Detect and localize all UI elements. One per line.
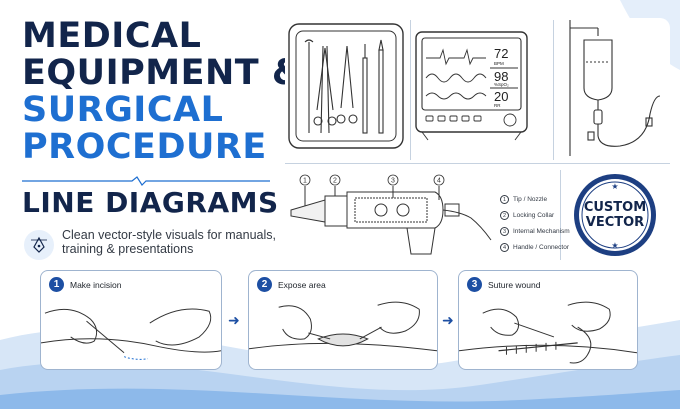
legend-item: 1 Tip / Nozzle — [500, 195, 570, 204]
title-line-4: PROCEDURE — [22, 127, 267, 167]
title-line-2: EQUIPMENT & — [22, 53, 303, 93]
monitor-unit-2: %SpO₂ — [494, 82, 509, 87]
legend-number: 4 — [500, 243, 509, 252]
legend-number: 2 — [500, 211, 509, 220]
step-card-expose: 2 Expose area — [248, 270, 438, 370]
step-card-suture: 3 Suture wound — [458, 270, 638, 370]
monitor-value-2: 98 — [494, 69, 508, 84]
step-label: Expose area — [278, 279, 326, 290]
title-line-1: MEDICAL — [22, 16, 202, 56]
legend-item: 2 Locking Collar — [500, 211, 570, 220]
divider — [410, 20, 411, 160]
tagline-text: Clean vector-style visuals for manuals, … — [62, 228, 276, 256]
pen-tool-icon — [24, 230, 54, 260]
surgical-instrument-tray — [285, 18, 407, 154]
legend-label: Tip / Nozzle — [513, 196, 548, 203]
step-header: 3 Suture wound — [467, 277, 540, 292]
monitor-value-3: 20 — [494, 89, 508, 104]
custom-vector-badge: ★ ★ — [574, 174, 656, 256]
star-icon: ★ — [611, 241, 618, 250]
monitor-unit-1: BPM — [494, 61, 504, 66]
legend-label: Internal Mechanism — [513, 228, 570, 235]
expose-area-illustration — [249, 301, 437, 352]
callout-1: 1 — [303, 178, 307, 185]
title-line-3: SURGICAL — [22, 90, 224, 130]
suture-illustration — [459, 301, 637, 364]
legend-label: Handle / Connector — [513, 244, 570, 251]
device-legend: 1 Tip / Nozzle 2 Locking Collar 3 Internal … — [500, 195, 570, 259]
badge-text: CUSTOM VECTOR — [572, 200, 658, 230]
pulse-line-icon — [22, 176, 270, 186]
monitor-value-1: 72 — [494, 46, 508, 61]
divider — [553, 20, 554, 160]
callout-marker — [433, 174, 445, 186]
legend-number: 3 — [500, 227, 509, 236]
main-title: MEDICAL EQUIPMENT & SURGICAL PROCEDURE — [22, 16, 303, 167]
callout-2: 2 — [333, 178, 337, 185]
iv-drip-stand — [560, 18, 670, 158]
callout-4: 4 — [437, 178, 441, 185]
legend-number: 1 — [500, 195, 509, 204]
monitor-unit-3: RR — [494, 103, 501, 108]
badge-line-2: VECTOR — [585, 215, 645, 230]
step-number: 1 — [49, 277, 64, 292]
legend-label: Locking Collar — [513, 212, 555, 219]
step-number: 3 — [467, 277, 482, 292]
callout-marker — [329, 174, 341, 186]
star-icon: ★ — [611, 182, 618, 191]
divider — [285, 163, 670, 164]
callout-marker — [387, 174, 399, 186]
callout-3: 3 — [391, 178, 395, 185]
legend-item: 4 Handle / Connector — [500, 243, 570, 252]
step-number: 2 — [257, 277, 272, 292]
divider — [560, 170, 561, 260]
device-cutaway-diagram: 1 2 3 4 — [290, 174, 492, 255]
title-line-5: LINE DIAGRAMS — [22, 186, 279, 219]
badge-line-1: CUSTOM — [583, 200, 647, 215]
step-header: 2 Expose area — [257, 277, 326, 292]
callout-marker — [299, 174, 311, 186]
legend-item: 3 Internal Mechanism — [500, 227, 570, 236]
arrow-right-icon: ➜ — [442, 312, 454, 328]
step-label: Make incision — [70, 279, 122, 290]
step-card-incision: 1 Make incision — [40, 270, 222, 370]
patient-monitor: 72 BPM 98 %SpO₂ 20 RR — [414, 30, 529, 142]
incision-illustration — [41, 308, 221, 360]
tagline-row: Clean vector-style visuals for manuals, … — [24, 228, 282, 260]
step-label: Suture wound — [488, 279, 541, 290]
step-header: 1 Make incision — [49, 277, 122, 292]
arrow-right-icon: ➜ — [228, 312, 240, 328]
